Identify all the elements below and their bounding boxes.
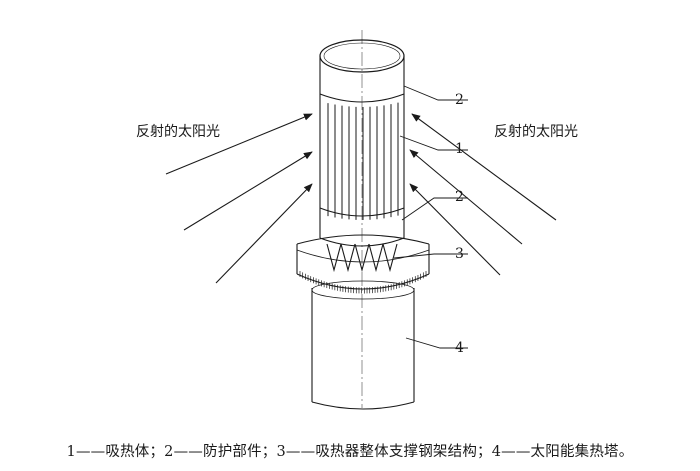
truss-bracket [382, 243, 398, 273]
part-label-3: 3 [455, 246, 464, 262]
sunlight-arrow [409, 183, 501, 276]
part-label-2-mid: 2 [455, 189, 464, 205]
ring-studs [299, 271, 427, 294]
sunlight-arrow [411, 113, 557, 221]
sunlight-arrows [165, 113, 557, 284]
solar-tower [311, 280, 415, 410]
truss-bracket [326, 243, 342, 273]
sunlight-arrow [409, 149, 523, 245]
truss-brackets [326, 243, 398, 273]
part-label-1: 1 [455, 141, 464, 157]
sunlight-label-left: 反射的太阳光 [136, 124, 220, 140]
part-label-2-top: 2 [455, 92, 464, 108]
leader-lines [393, 85, 468, 349]
truss-bracket [354, 243, 370, 273]
sunlight-arrow [165, 113, 313, 175]
sunlight-label-right: 反射的太阳光 [494, 124, 578, 140]
truss-bracket [340, 243, 356, 273]
absorber-tubes [327, 102, 399, 220]
support-steel-frame [296, 234, 430, 294]
truss-bracket [368, 243, 384, 273]
sunlight-arrow [215, 183, 313, 284]
part-label-4: 4 [455, 340, 464, 356]
figure-caption: 1——吸热体；2——防护部件；3——吸热器整体支撑钢架结构；4——太阳能集热塔。 [66, 444, 634, 460]
sunlight-arrow [183, 151, 313, 231]
